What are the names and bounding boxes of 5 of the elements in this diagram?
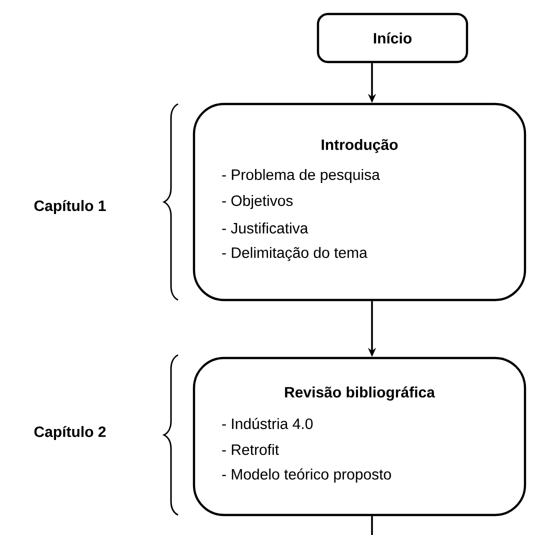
chapter-label: Capítulo 2 <box>34 426 106 440</box>
chapter-label: Capítulo 1 <box>34 200 106 214</box>
process-box: Introdução - Problema de pesquisa - Objetivos - Justificativa - Delimitação do tema <box>192 102 526 302</box>
start-box: Início <box>316 12 468 64</box>
process-box: Revisão bibliográfica - Indústria 4.0 - Retrofit - Modelo teórico proposto <box>192 356 526 516</box>
